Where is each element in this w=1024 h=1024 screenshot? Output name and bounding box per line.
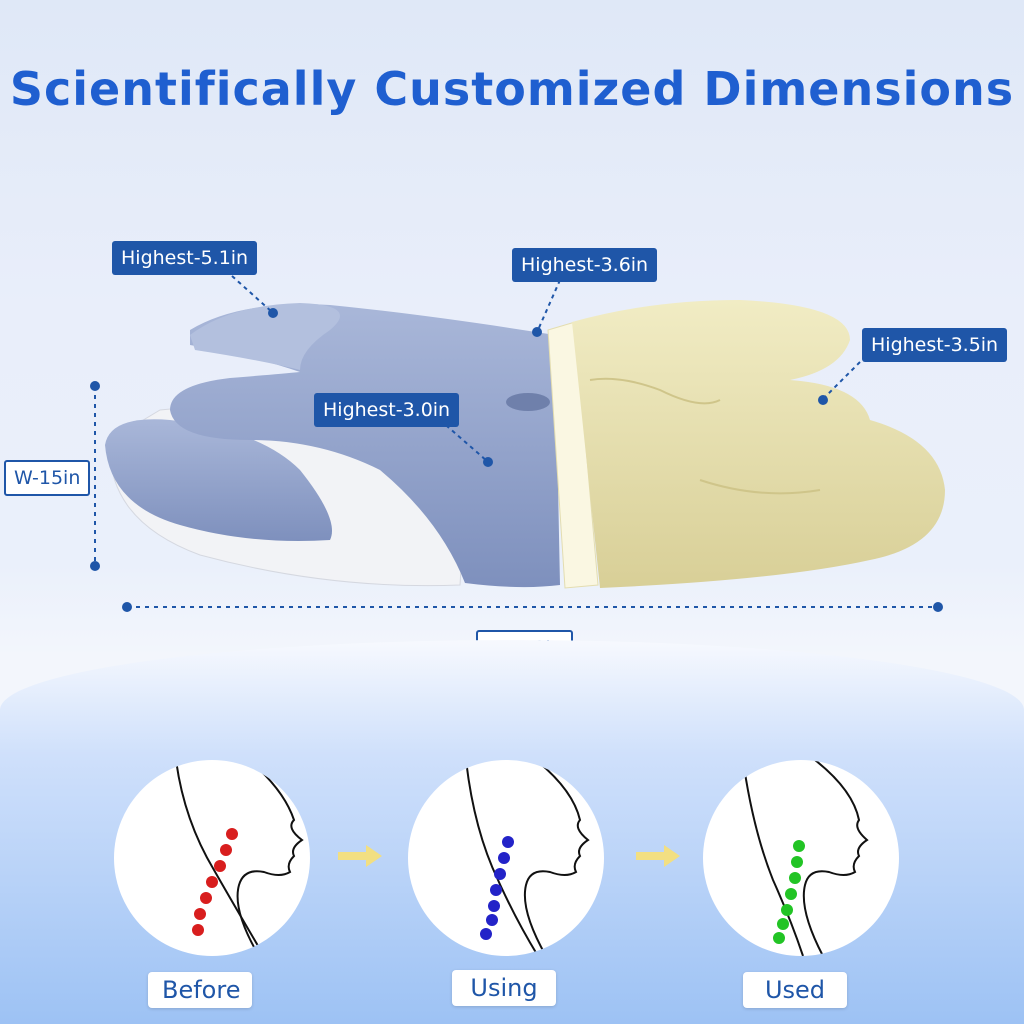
neck-profile-used: [742, 760, 869, 956]
arrow-right-icon: [338, 845, 382, 867]
stage-label-used: Used: [743, 972, 847, 1008]
width-label: W-15in: [4, 460, 91, 496]
pillow-blue-wing: [190, 303, 340, 370]
height-tag-5-1: Highest-5.1in: [112, 241, 258, 275]
stage-before-circle: [114, 760, 310, 956]
neck-profile-before: [175, 760, 304, 956]
height-tag-3-5: Highest-3.5in: [862, 328, 1008, 362]
neck-profile-using: [465, 760, 590, 956]
pillow-yellow-body: [572, 300, 945, 588]
pillow-blue-body: [170, 304, 560, 588]
stage-label-using: Using: [452, 970, 556, 1006]
stage-label-before: Before: [148, 972, 252, 1008]
height-tag-3-0: Highest-3.0in: [314, 393, 460, 427]
page-title: Scientifically Customized Dimensions: [9, 62, 1015, 116]
pillow-separator: [547, 321, 599, 589]
arrow-right-icon: [636, 845, 680, 867]
pillow-blue-base: [105, 419, 332, 541]
height-tag-3-6: Highest-3.6in: [512, 248, 658, 282]
stage-using-circle: [408, 760, 604, 956]
pillow-illustration: [90, 275, 945, 612]
stage-used-circle: [703, 760, 899, 956]
